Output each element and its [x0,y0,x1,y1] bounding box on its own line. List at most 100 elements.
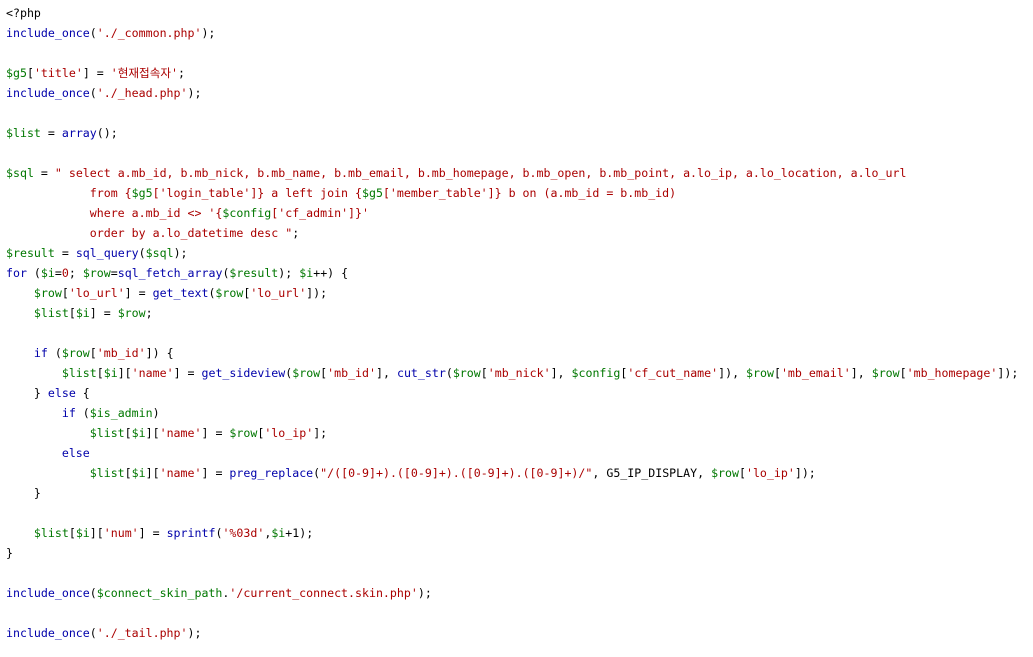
code-token: ); [187,626,202,640]
code-token: $i [40,266,55,280]
code-token: [ [26,66,34,80]
code-line: ​ [6,603,1033,623]
code-token: ( [208,286,216,300]
code-token: $sql [145,246,174,260]
code-token: [ [480,366,488,380]
code-token: [ [257,426,265,440]
code-token [6,526,34,540]
code-token: $config [571,366,621,380]
code-token [6,366,62,380]
code-token: $row [871,366,900,380]
code-token: [ [68,526,76,540]
code-token: ); [417,586,432,600]
code-token: [ [738,466,746,480]
code-token: $row [746,366,774,380]
code-token: 'mb_id' [327,366,377,380]
code-token: = [33,166,55,180]
code-token: if [33,346,48,360]
code-token: = [110,266,118,280]
code-token: $is_admin [89,406,153,420]
code-token: else [47,386,76,400]
code-line: ​ [6,563,1033,583]
code-line: ​ [6,43,1033,63]
code-token [6,286,34,300]
code-token: $list [33,306,69,320]
code-token: 'cf_cut_name' [627,366,719,380]
code-token: $row [292,366,321,380]
code-token: ; [68,266,83,280]
code-line: $row['lo_url'] = get_text($row['lo_url']… [6,283,1033,303]
code-token: $row [215,286,244,300]
code-line: include_once('./_common.php'); [6,23,1033,43]
code-token: ][ [145,426,160,440]
code-token: { [75,386,90,400]
code-token: [ [124,466,132,480]
code-token: <?php [6,6,41,20]
code-token: '%03d' [222,526,265,540]
code-token: get_sideview [201,366,286,380]
code-token: } a left join { [257,186,362,200]
code-token: ] = [173,366,202,380]
code-token: $g5 [131,186,153,200]
code-token: ] = [89,306,118,320]
code-token: } b on (a.mb_id = b.mb_id) [494,186,677,200]
code-token: = [40,126,62,140]
code-token: $row [61,346,90,360]
code-token: for [6,266,27,280]
code-token: 'mb_nick' [487,366,551,380]
code-token: 'num' [103,526,139,540]
code-token: $row [711,466,739,480]
code-token: [ [773,366,781,380]
code-token: ( [75,406,90,420]
code-token: ] = [201,426,230,440]
code-token: ], [550,366,572,380]
code-token: 'title' [33,66,83,80]
code-token: $list [89,426,125,440]
code-token: ['login_table'] [152,186,258,200]
code-token: $list [89,466,125,480]
code-token: ( [47,346,62,360]
code-token: ]); [306,286,328,300]
code-token: $row [82,266,111,280]
code-line: ​ [6,143,1033,163]
code-token: preg_replace [229,466,314,480]
code-line: $list[$i]['name'] = preg_replace("/([0-9… [6,463,1033,483]
code-token [6,346,34,360]
code-token: $connect_skin_path [96,586,223,600]
code-line: ​ [6,323,1033,343]
code-token: if [61,406,76,420]
code-token: (); [96,126,118,140]
code-token: array [61,126,97,140]
code-token: ( [222,266,230,280]
code-token: ; [145,306,153,320]
code-view[interactable]: <?phpinclude_once('./_common.php');​$g5[… [0,3,1033,643]
code-token: $list [6,126,41,140]
code-token: } [6,386,48,400]
code-token: include_once [6,86,90,100]
code-token: 'lo_url' [250,286,307,300]
code-token: [ [899,366,907,380]
code-token: $i [75,306,90,320]
code-token: $row [117,306,146,320]
code-token: ] = [82,66,111,80]
code-token: 'name' [159,426,202,440]
code-line: else [6,443,1033,463]
code-token: , [264,526,272,540]
code-token: ( [89,86,97,100]
code-token: 'lo_ip' [264,426,314,440]
code-token: [ [620,366,628,380]
code-token: }' [355,206,369,220]
code-token: ] = [138,526,167,540]
code-line: include_once('./_tail.php'); [6,623,1033,643]
code-token: $g5 [6,66,27,80]
code-line: $list[$i]['name'] = $row['lo_ip']; [6,423,1033,443]
code-token: $i [75,526,90,540]
code-token: else [61,446,90,460]
code-token: ); [187,86,202,100]
code-token: sql_fetch_array [117,266,223,280]
code-token: $result [229,266,279,280]
code-token: ( [313,466,321,480]
code-token: ] = [124,286,153,300]
code-line: <?php [6,3,1033,23]
